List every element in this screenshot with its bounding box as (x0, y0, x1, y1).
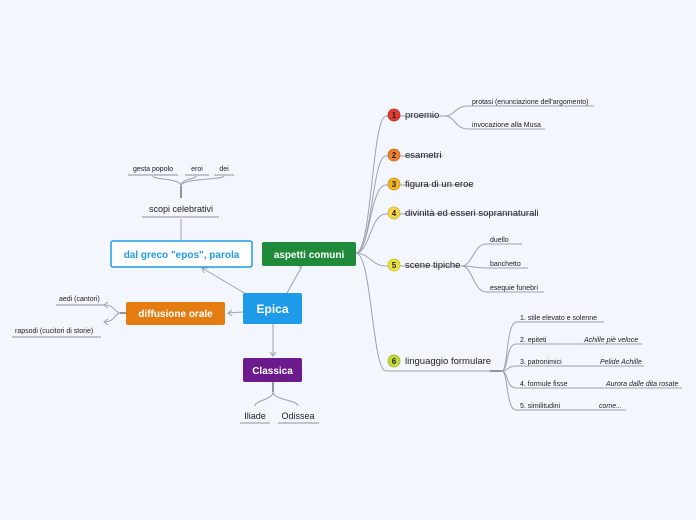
center-node-box[interactable] (243, 293, 302, 324)
subtopic-duello[interactable]: duello (490, 237, 509, 244)
subtopic-protasi[interactable]: protasi (enunciazione dell'argomento) (472, 99, 589, 106)
diffusione-rapsodi[interactable]: rapsodi (cucitori di storie) (15, 328, 93, 335)
topic-esametri-label: esametri (405, 150, 441, 161)
connector-aspetti (286, 267, 302, 294)
connector-greco (201, 267, 247, 295)
formula-item-label[interactable]: 3. patronimici (520, 359, 562, 366)
scopo-gesta-popolo[interactable]: gesta popolo (133, 166, 173, 173)
greco-connectors (128, 174, 234, 241)
number-3-icon (387, 177, 401, 191)
number-6-text: 6 (392, 357, 397, 366)
topic-esametri[interactable]: 2 esametri (387, 148, 441, 162)
number-1-icon (387, 108, 401, 122)
aspetti-connectors (355, 105, 682, 411)
diffusione-connectors (12, 301, 126, 338)
subtopic-banchetto[interactable]: banchetto (490, 261, 521, 268)
formula-item-label[interactable]: 4. formule fisse (520, 381, 568, 388)
classica-iliade[interactable]: Iliade (244, 411, 266, 421)
formula-item-example: Aurora dalle dita rosate (605, 381, 678, 388)
arrow-head-greco (201, 267, 208, 274)
diffusione-node-box[interactable] (126, 302, 225, 325)
number-2-text: 2 (392, 151, 397, 160)
topic-scene-tipiche[interactable]: 5 scene tipiche (387, 258, 460, 272)
center-node[interactable]: Epica (243, 293, 302, 324)
topic-divinita-label: divinità ed esseri soprannaturali (405, 208, 539, 219)
topic-proemio-label: proemio (405, 110, 439, 121)
center-node-label: Epica (256, 302, 288, 316)
subtopic-esequie[interactable]: esequie funebri (490, 285, 538, 292)
topic-divinita[interactable]: 4 divinità ed esseri soprannaturali (387, 206, 539, 220)
connector-diffusione (227, 311, 244, 314)
greco-node-box[interactable] (110, 240, 253, 268)
diffusione-aedi[interactable]: aedi (cantori) (59, 296, 100, 303)
classica-odissea[interactable]: Odissea (281, 411, 314, 421)
greco-node-label: dal greco "epos", parola (124, 250, 240, 261)
arrow-head-classica (269, 351, 277, 357)
number-3-text: 3 (392, 180, 397, 189)
aspetti-node-box[interactable] (262, 242, 356, 266)
formula-item-label[interactable]: 5. similitudini (520, 403, 561, 410)
scopi-celebrativi-label[interactable]: scopi celebrativi (149, 204, 213, 214)
arrow-head-diffusione (227, 309, 233, 317)
center-connectors (201, 261, 303, 357)
formula-item-example: Achille piè veloce (583, 337, 638, 344)
classica-connectors (240, 382, 319, 424)
classica-node[interactable]: Classica (243, 358, 302, 382)
greco-node[interactable]: dal greco "epos", parola (110, 240, 253, 268)
formula-item-label[interactable]: 1. stile elevato e solenne (520, 315, 597, 322)
topic-figura-eroe[interactable]: 3 figura di un eroe (387, 177, 474, 191)
diffusione-node[interactable]: diffusione orale (126, 302, 225, 325)
subtopic-invocazione[interactable]: invocazione alla Musa (472, 122, 541, 129)
number-5-icon (387, 258, 401, 272)
classica-node-box[interactable] (243, 358, 302, 382)
number-4-text: 4 (392, 209, 397, 218)
topic-linguaggio-formulare[interactable]: 6 linguaggio formulare (387, 354, 491, 368)
formula-item-example: come... (599, 403, 622, 410)
aspetti-node[interactable]: aspetti comuni (262, 242, 356, 266)
number-5-text: 5 (392, 261, 397, 270)
topic-figura-eroe-label: figura di un eroe (405, 179, 474, 190)
scopo-eroi[interactable]: eroi (191, 166, 203, 173)
number-1-text: 1 (392, 111, 397, 120)
classica-node-label: Classica (252, 366, 293, 377)
formula-item-example: Pelide Achille (600, 359, 642, 366)
scopo-dei[interactable]: dei (219, 166, 229, 173)
number-6-icon (387, 354, 401, 368)
topic-linguaggio-formulare-label: linguaggio formulare (405, 356, 491, 367)
number-2-icon (387, 148, 401, 162)
topic-scene-tipiche-label: scene tipiche (405, 260, 460, 271)
aspetti-node-label: aspetti comuni (274, 250, 345, 261)
number-4-icon (387, 206, 401, 220)
topic-proemio[interactable]: 1 proemio (387, 108, 439, 122)
formula-item-label[interactable]: 2. epiteti (520, 337, 547, 344)
diffusione-node-label: diffusione orale (138, 309, 213, 320)
